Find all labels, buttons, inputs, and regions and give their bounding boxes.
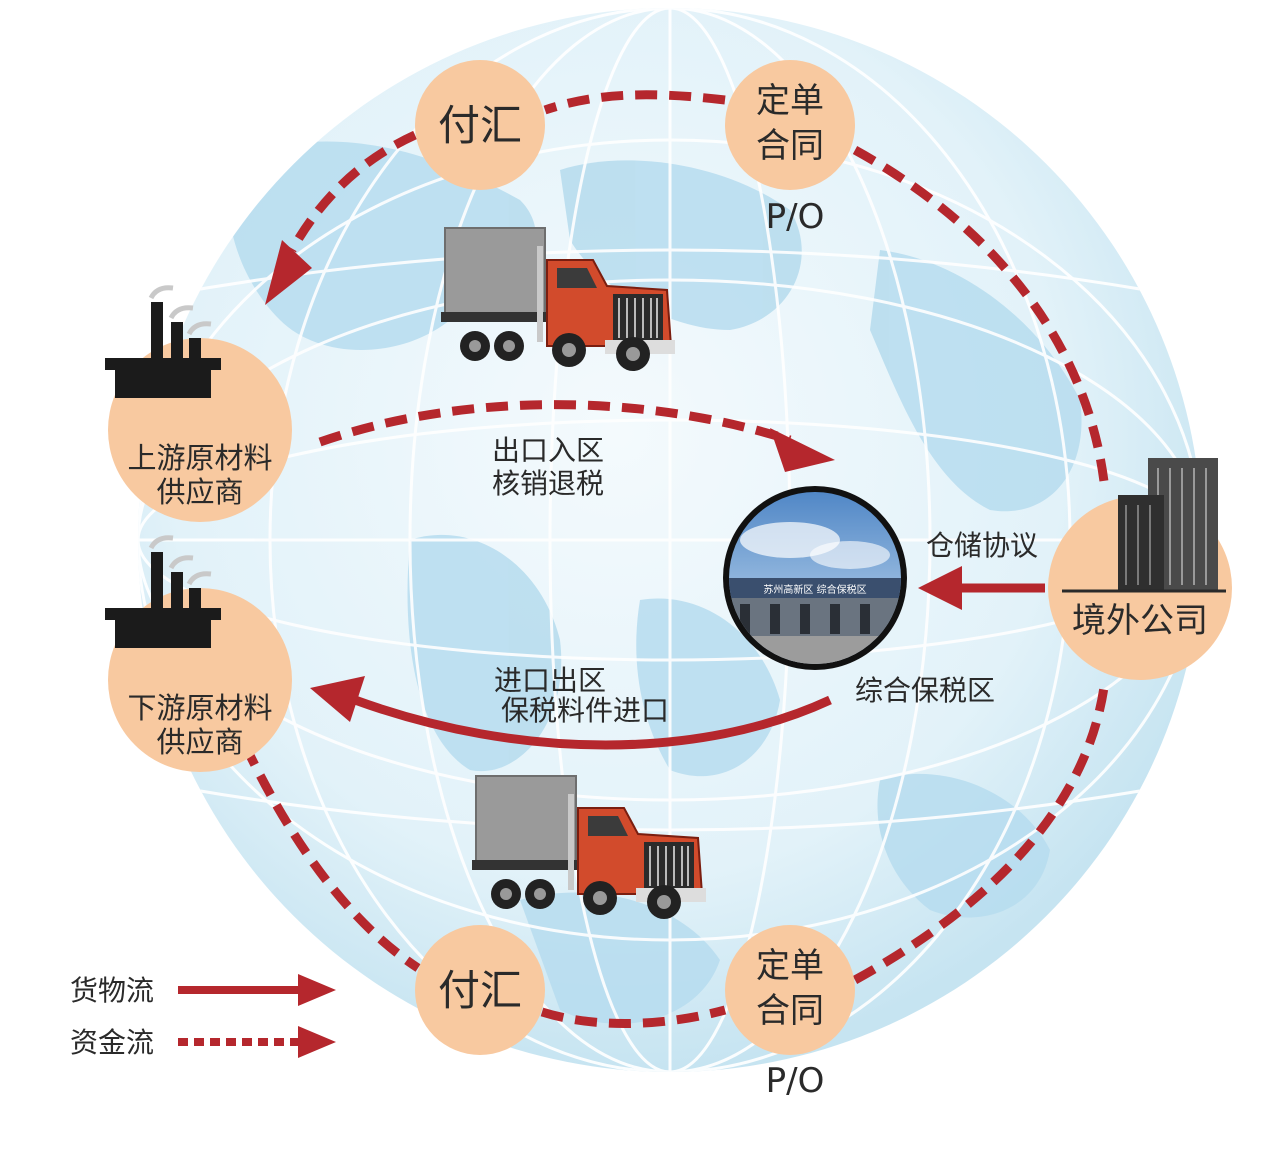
money-flow-order-bottom-to-overseas: [852, 679, 1110, 984]
order-label-top-2: 合同: [756, 126, 824, 166]
money-flow-paths: [240, 90, 1110, 1028]
export-label-1: 出口入区: [492, 434, 604, 467]
pay-circle-bottom: 付汇: [415, 925, 545, 1055]
overseas-company: 境外公司: [1048, 458, 1232, 680]
legend-goods-arrowhead: [298, 974, 336, 1006]
export-label-2: 核销退税: [492, 467, 604, 500]
pay-circle-top: 付汇: [415, 60, 545, 190]
legend-goods-label: 货物流: [70, 974, 154, 1007]
order-label-bottom-1: 定单: [756, 946, 824, 986]
downstream-label-2: 供应商: [156, 725, 243, 759]
downstream-label-1: 下游原材料: [127, 691, 272, 725]
money-flow-pay-to-upstream: [288, 130, 417, 253]
money-flow-overseas-to-order-top: [852, 146, 1110, 491]
money-flow-upstream-to-zone: [318, 400, 792, 447]
legend: 货物流 资金流: [70, 974, 336, 1059]
money-flow-downstream-to-pay-bottom: [240, 743, 421, 972]
order-circle-top: 定单 合同: [725, 60, 855, 190]
bonded-zone-photo: 苏州高新区 综合保税区: [723, 486, 907, 670]
arrowhead-zone: [770, 428, 835, 472]
overseas-label: 境外公司: [1072, 601, 1208, 641]
upstream-supplier: 上游原材料 供应商: [105, 288, 292, 522]
money-flow-pay-to-order-bottom: [540, 1005, 727, 1028]
legend-money-arrowhead: [298, 1026, 336, 1058]
bonded-zone-label: 综合保税区: [855, 674, 995, 707]
po-caption-top: P/O: [766, 197, 825, 237]
money-flow-order-to-pay-top: [543, 90, 726, 115]
arrowhead-downstream: [310, 676, 365, 722]
legend-money-label: 资金流: [70, 1026, 154, 1059]
order-label-top-1: 定单: [756, 81, 824, 121]
arrowhead-upstream: [265, 240, 312, 305]
bonded-zone-sign: 苏州高新区 综合保税区: [763, 583, 866, 596]
order-label-bottom-2: 合同: [756, 991, 824, 1031]
upstream-label-1: 上游原材料: [127, 441, 272, 475]
downstream-supplier: 下游原材料 供应商: [105, 538, 292, 772]
office-building-icon: [1062, 458, 1226, 593]
upstream-label-2: 供应商: [156, 475, 243, 509]
import-label-1: 进口出区: [494, 664, 606, 697]
pay-label-bottom: 付汇: [438, 966, 522, 1015]
order-circle-bottom: 定单 合同: [725, 925, 855, 1055]
storage-agreement-label: 仓储协议: [926, 529, 1038, 562]
import-label-2: 保税料件进口: [501, 694, 669, 727]
pay-label-top: 付汇: [438, 101, 522, 150]
goods-flow-zone-to-downstream: [353, 695, 832, 750]
po-caption-bottom: P/O: [766, 1061, 825, 1101]
arrowhead-storage: [918, 566, 962, 610]
